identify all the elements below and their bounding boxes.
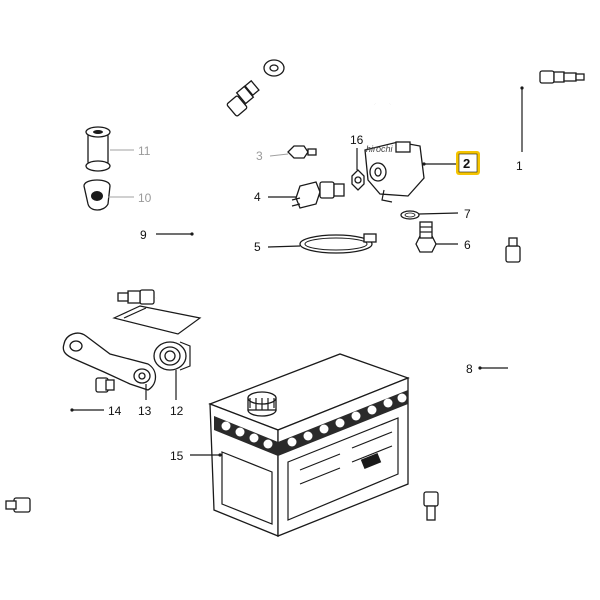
part-5-hose-clamp	[299, 233, 377, 254]
part-4-pressure-switch	[291, 181, 345, 209]
callout-1: 1	[516, 159, 523, 173]
part-2-distributor-block	[364, 141, 425, 203]
callout-4: 4	[254, 190, 261, 204]
callout-8: 8	[466, 362, 473, 376]
part-14-brake-line	[5, 377, 115, 513]
callout-2[interactable]: 2	[463, 156, 470, 171]
part-10-clip	[83, 179, 111, 211]
callout-11: 11	[138, 144, 151, 158]
part-1-brake-line	[263, 59, 585, 108]
callout-10: 10	[138, 191, 152, 205]
callout-9: 9	[140, 228, 147, 242]
part-16-nut	[351, 169, 365, 191]
watermark: hirochi	[366, 144, 394, 154]
part-8-brake-line	[423, 237, 521, 521]
part-12-collar	[153, 341, 191, 371]
callout-15: 15	[170, 449, 184, 463]
highlight-inner	[458, 153, 478, 173]
callout-16: 16	[350, 133, 364, 147]
callout-14: 14	[108, 404, 122, 418]
callout-12: 12	[170, 404, 184, 418]
part-6-hollow-bolt	[415, 221, 437, 253]
callout-labels: 1 2 3 4 5 6 7 8 9 10 11 12 13 14 15 16 h…	[108, 133, 523, 463]
part-13-bracket	[62, 332, 157, 391]
part-3-screw	[287, 145, 317, 159]
callout-7: 7	[464, 207, 471, 221]
part-11-grommet	[85, 126, 111, 172]
part-9-brake-line	[112, 79, 260, 335]
part-15-battery	[208, 353, 410, 537]
callout-5: 5	[254, 240, 261, 254]
callout-3: 3	[256, 149, 263, 163]
callout-13: 13	[138, 404, 152, 418]
callout-6: 6	[464, 238, 471, 252]
leader-lines	[70, 86, 524, 457]
part-7-seal-ring	[400, 210, 420, 220]
